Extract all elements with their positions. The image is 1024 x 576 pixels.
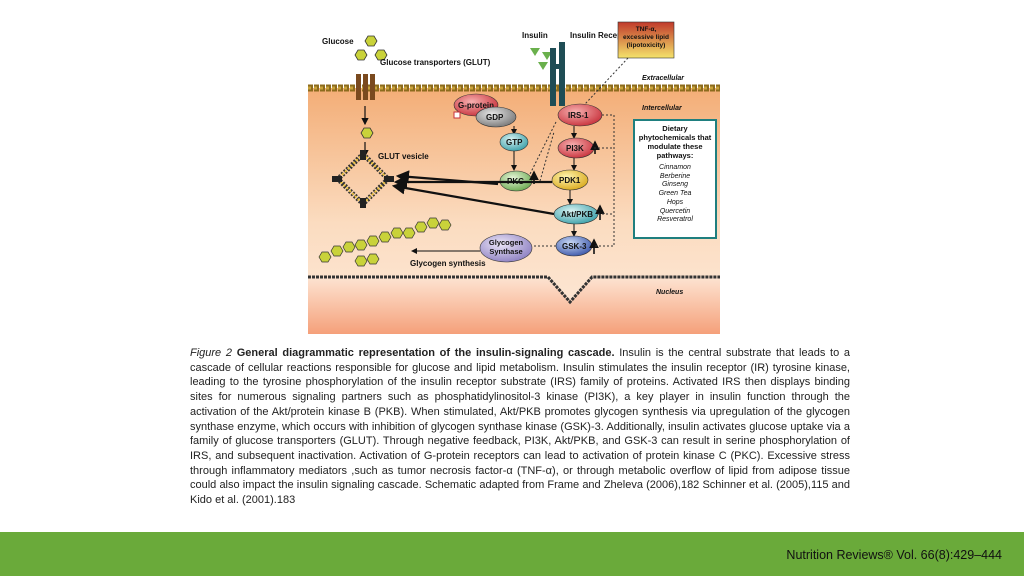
g-protein-label: G-protein [458, 101, 494, 110]
footer-bar: Nutrition Reviews® Vol. 66(8):429–444 [0, 532, 1024, 576]
figure-caption: Figure 2 General diagrammatic representa… [190, 346, 850, 508]
phyto-item: Green Tea [658, 190, 692, 198]
phyto-item: Ginseng [661, 181, 689, 189]
nuclear-membrane [308, 275, 720, 305]
nucleus-label: Nucleus [656, 289, 683, 296]
glut-label: Glucose transporters (GLUT) [380, 58, 491, 67]
nucleus-region [308, 277, 720, 334]
insulin-receptor-label: Insulin Receptor (IR) [570, 31, 649, 40]
glut-transporter [356, 74, 375, 100]
insulin-receptor-label-line: Insulin Receptor (IR) [570, 31, 649, 40]
g-protein-square [453, 111, 461, 119]
figure-label: Figure 2 [190, 347, 232, 359]
tnf-box-text: TNF-α, excessive lipid (lipotoxicity) [623, 26, 669, 49]
phytochemicals-content: Dietary phytochemicals that modulate the… [636, 124, 714, 225]
figure-caption-body: Insulin is the central substrate that le… [190, 347, 850, 507]
akt-label: Akt/PKB [561, 210, 593, 219]
gdp-node [475, 106, 517, 128]
pi3k-label: PI3K [566, 144, 584, 153]
phytochemicals-text-holder: Dietary phytochemicals that modulate the… [636, 124, 714, 225]
irs1-label: IRS-1 [568, 111, 589, 120]
phyto-item: Berberine [659, 172, 691, 180]
extracellular-label: Extracellular [642, 75, 685, 82]
glycogen-synthesis-label: Glycogen synthesis [410, 259, 486, 268]
insulin-signaling-diagram: Glucose Glucose transporters (GLUT) GLUT… [308, 21, 720, 334]
glycogen-synthase-label: Glycogen Synthase [488, 238, 524, 256]
intercellular-label: Intercellular [642, 105, 683, 112]
insulin-receptor [550, 42, 565, 106]
phyto-item: Cinnamon [659, 164, 691, 171]
figure-title: General diagrammatic representation of t… [236, 347, 615, 359]
phyto-item: Quercetin [659, 207, 691, 215]
glycogen-synthase-text-holder: Glycogen Synthase [488, 238, 524, 256]
insulin-label: Insulin [522, 31, 548, 40]
glucose-label: Glucose [322, 37, 354, 46]
gsk3-label: GSK-3 [562, 242, 587, 251]
tnf-box-text-holder: TNF-α, excessive lipid (lipotoxicity) [623, 26, 669, 49]
feedback-lines [529, 114, 615, 247]
tnf-box [617, 21, 675, 59]
phyto-item: Hops [666, 198, 684, 206]
citation: Nutrition Reviews® Vol. 66(8):429–444 [786, 548, 1002, 562]
insulin-molecules [530, 48, 552, 70]
gdp-label: GDP [486, 113, 504, 122]
glycogen-chain [318, 217, 452, 267]
glut-label-line: Glucose transporters (GLUT) [380, 58, 491, 67]
pdk1-label: PDK1 [559, 176, 581, 185]
gtp-label: GTP [506, 138, 523, 147]
phyto-item: Resveratrol [657, 216, 693, 224]
vesicle-activation-arrows [391, 170, 555, 216]
phytochemicals-box [633, 119, 717, 239]
glut-vesicle-label: GLUT vesicle [378, 152, 429, 161]
phytochemicals-title: Dietary phytochemicals that modulate the… [638, 124, 712, 160]
glycogen-synthase-node [479, 233, 533, 263]
glut-vesicle [332, 150, 394, 208]
glucose-molecules [354, 35, 388, 139]
